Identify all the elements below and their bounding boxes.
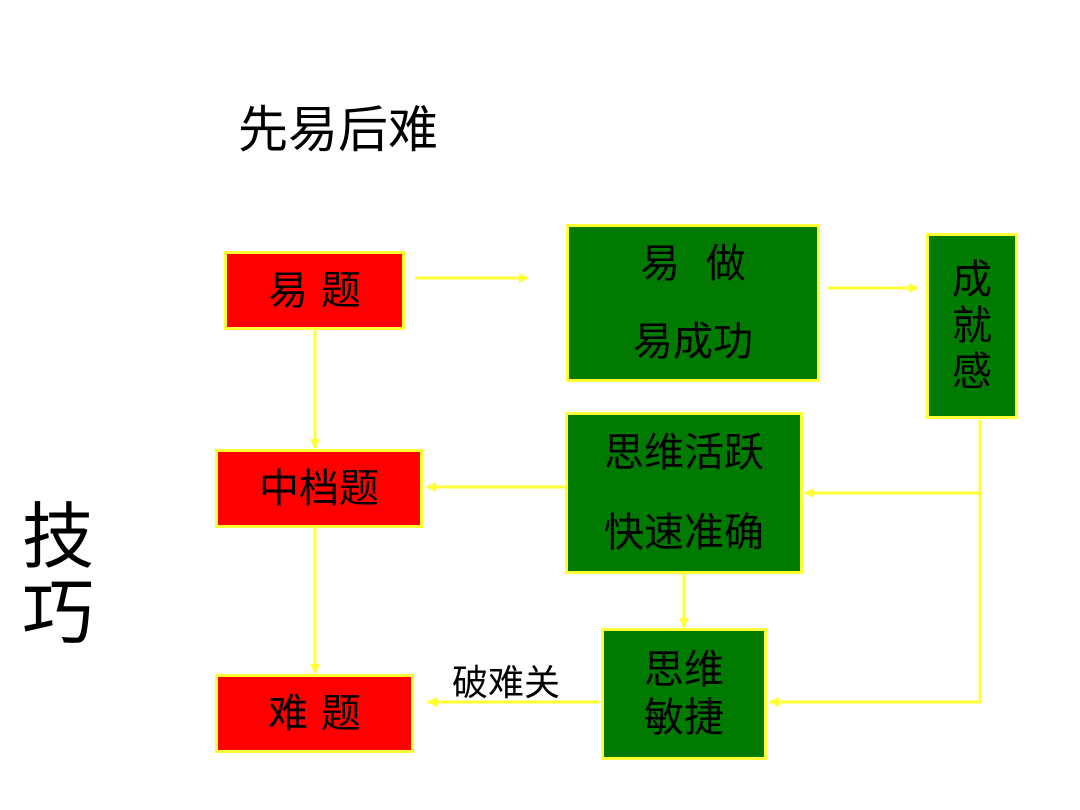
box-easy-label: 易 题	[268, 267, 361, 314]
page-title: 先易后难	[238, 101, 438, 159]
box-medium-problems: 中档题	[215, 449, 423, 528]
box-achievement-char2: 就	[952, 303, 992, 349]
connector-achievement-rail	[769, 420, 982, 707]
box-easy-problems: 易 题	[224, 251, 405, 330]
box-hard-label: 难 题	[268, 690, 361, 737]
box-active-line2: 快速准确	[604, 510, 764, 556]
side-label: 技 巧	[18, 495, 98, 655]
box-hard-problems: 难 题	[215, 674, 414, 753]
box-active-thinking: 思维活跃 快速准确	[565, 412, 803, 574]
box-achievement-char1: 成	[952, 257, 992, 303]
side-label-line1: 技	[21, 495, 94, 579]
side-label-line2: 巧	[21, 570, 94, 655]
box-active-line1: 思维活跃	[604, 430, 764, 476]
edge-label-break-barrier: 破难关	[452, 663, 561, 704]
box-agile-thinking: 思维 敏捷	[601, 628, 767, 760]
box-easy-to-do-line1: 易 做	[640, 241, 746, 287]
box-achievement: 成 就 感	[926, 233, 1018, 419]
box-agile-line1: 思维	[644, 647, 724, 693]
box-easy-to-do-line2: 易成功	[633, 319, 753, 365]
box-medium-label: 中档题	[259, 465, 379, 512]
box-easy-to-do: 易 做 易成功	[566, 224, 820, 382]
box-achievement-char3: 感	[952, 349, 992, 395]
box-agile-line2: 敏捷	[644, 695, 724, 741]
